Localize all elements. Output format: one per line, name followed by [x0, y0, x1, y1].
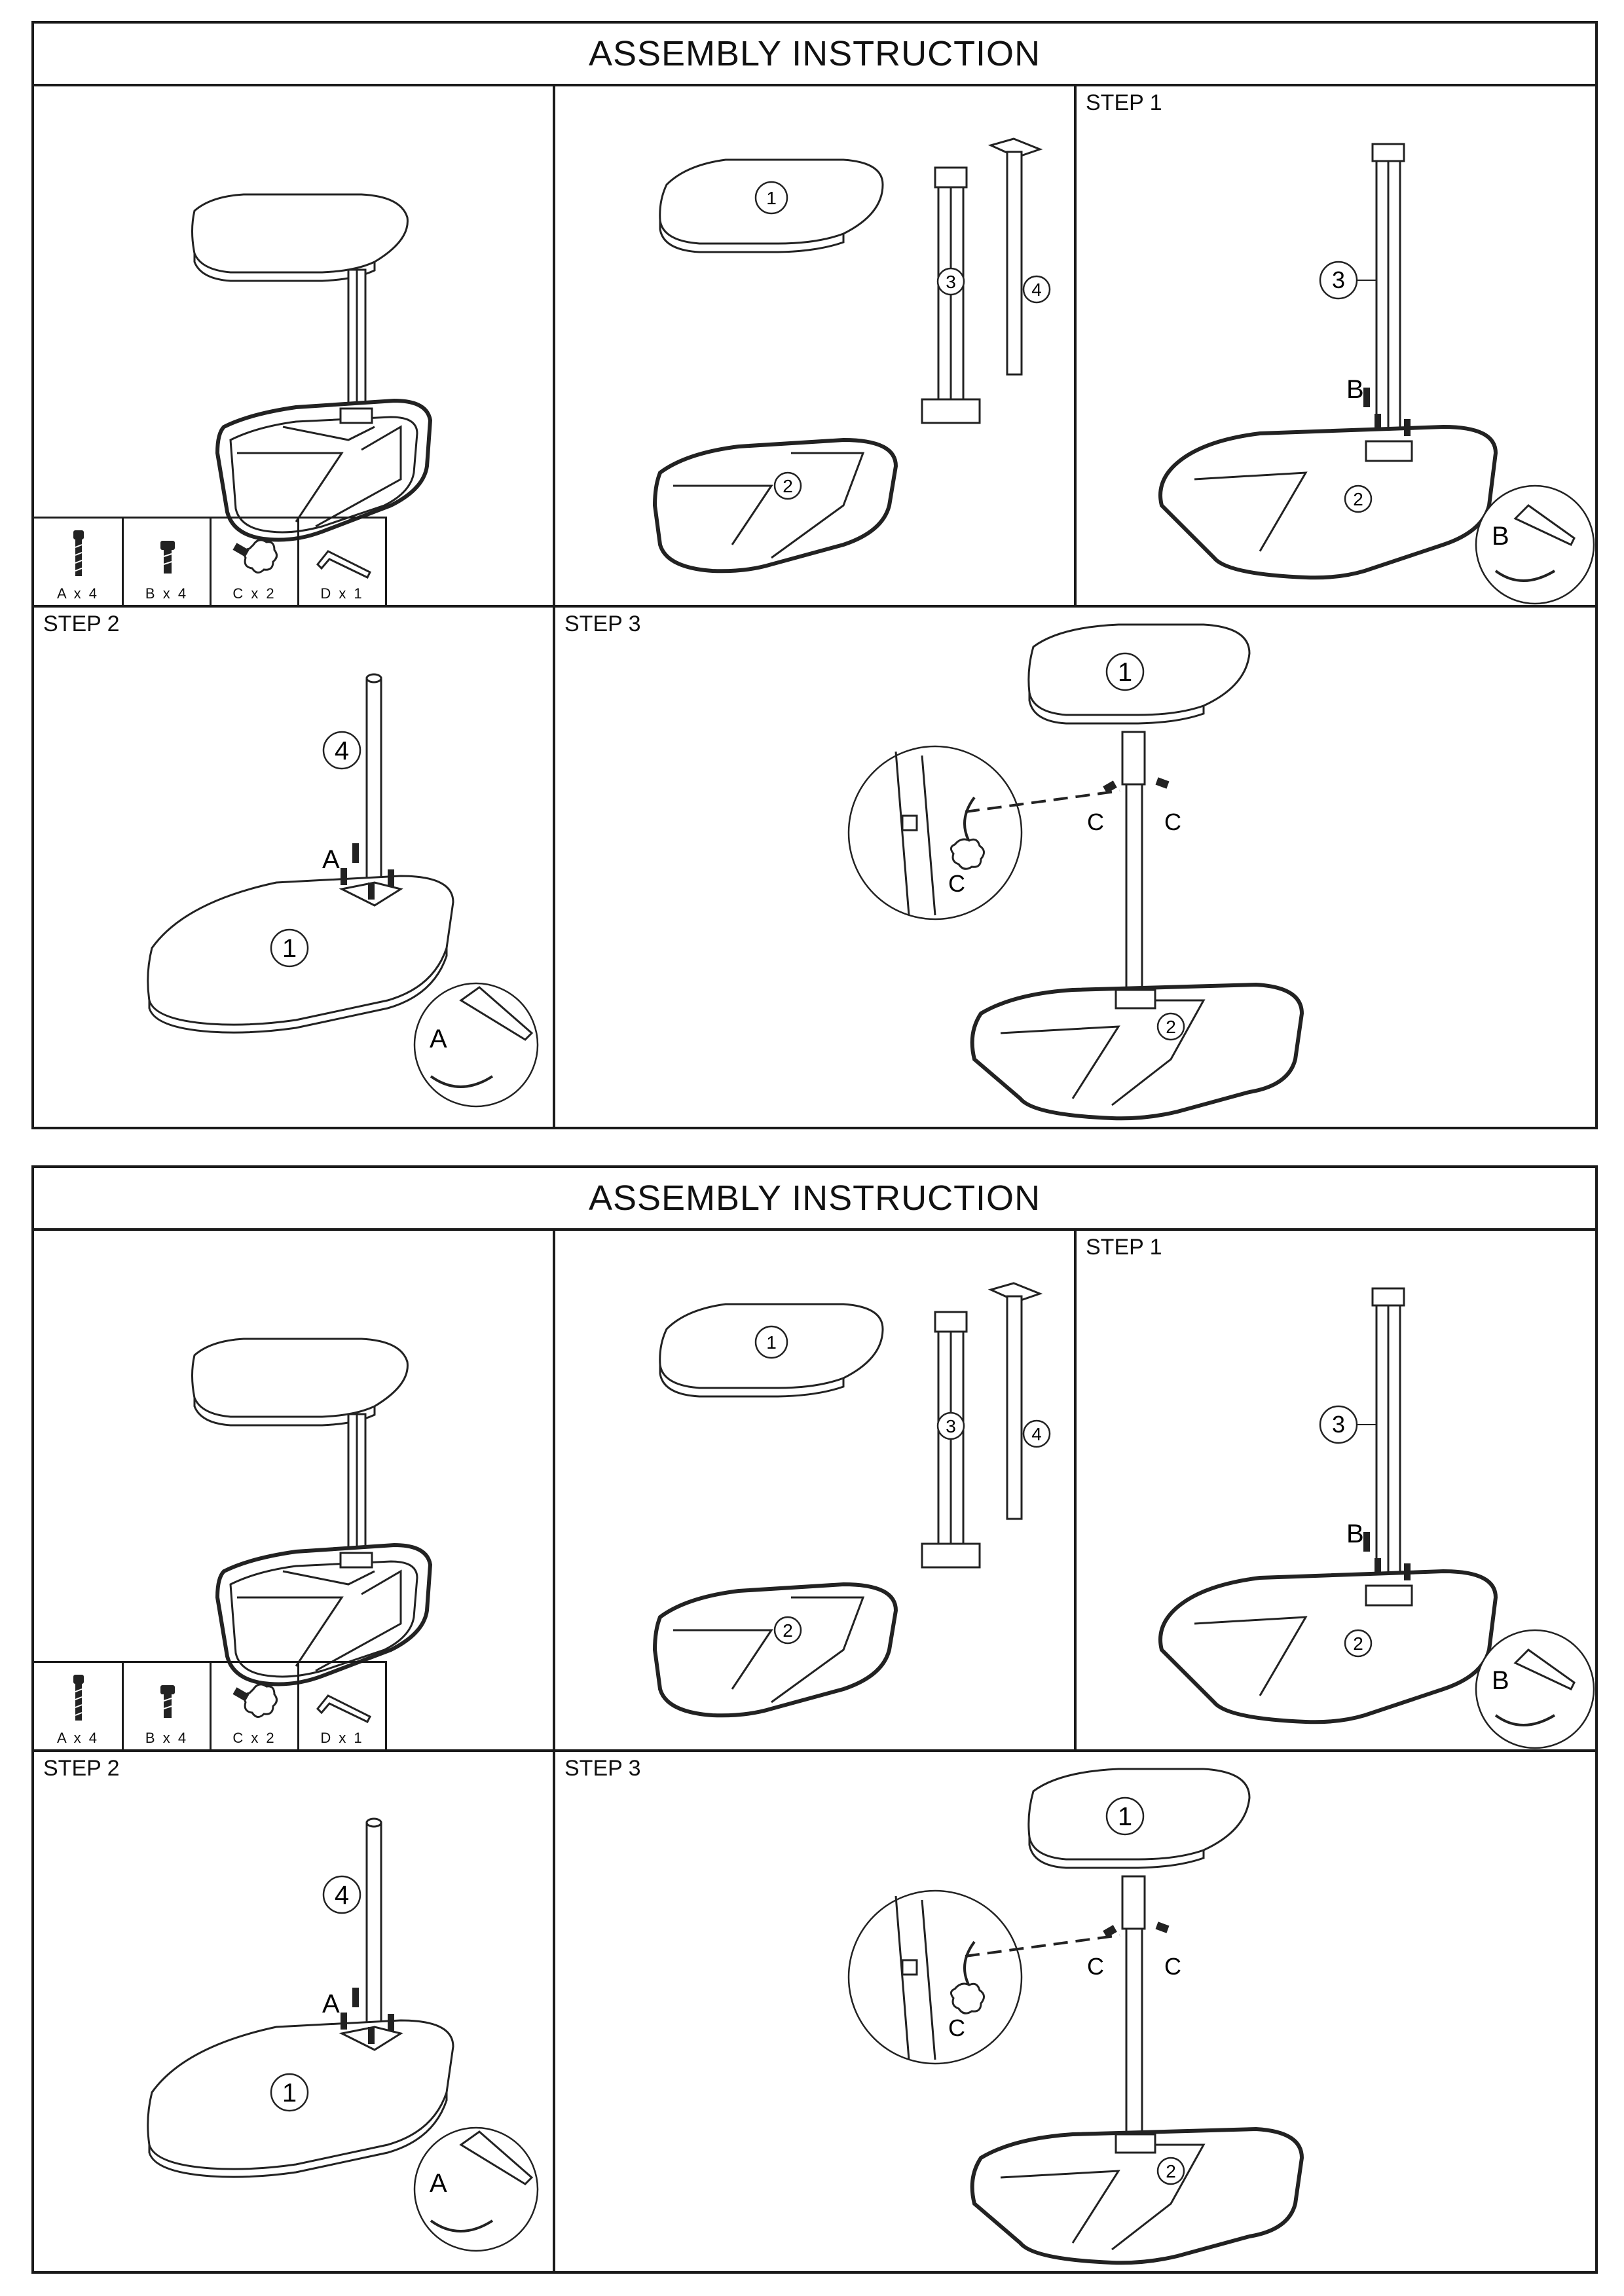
step-3-letter-c-right: C [1164, 809, 1181, 835]
step-2-panel: STEP 2 4 1 A A [34, 1752, 555, 2271]
step-3-letter-c-right: C [1164, 1953, 1181, 1980]
step-2-part-1: 1 [282, 2079, 297, 2107]
step-2-illustration: 4 1 A A [147, 673, 539, 1108]
overview-panel: A x 4 B x 4 C x 2 [34, 86, 555, 608]
hardware-d-label: D x 1 [320, 1730, 364, 1746]
part-number-4: 4 [1031, 1424, 1042, 1444]
hardware-c: C x 2 [210, 1663, 297, 1749]
parts-panel: 1 3 4 2 [555, 1231, 1077, 1752]
step-2-part-4: 4 [335, 737, 349, 765]
knob-c-icon [232, 539, 278, 574]
step-3-label: STEP 3 [564, 1756, 641, 1781]
step-1-detail-letter-b: B [1492, 522, 1509, 551]
step-3-part-1: 1 [1118, 658, 1132, 687]
hardware-d: D x 1 [297, 1663, 385, 1749]
screw-a-icon [73, 530, 84, 576]
hardware-c-label: C x 2 [232, 585, 276, 602]
hardware-list: A x 4 B x 4 C x 2 [34, 1661, 387, 1749]
hardware-c: C x 2 [210, 519, 297, 605]
hardware-b-label: B x 4 [145, 585, 189, 602]
step-2-letter-a: A [322, 845, 340, 874]
step-3-part-1: 1 [1118, 1802, 1132, 1831]
hardware-d: D x 1 [297, 519, 385, 605]
hardware-a: A x 4 [34, 1663, 122, 1749]
part-number-1: 1 [766, 1332, 777, 1353]
assembled-table-illustration [191, 193, 433, 542]
part-number-4: 4 [1031, 280, 1042, 300]
parts-panel: 1 3 4 2 [555, 86, 1077, 608]
step-1-letter-b: B [1346, 375, 1364, 404]
step-1-part-2: 2 [1353, 489, 1363, 509]
step-2-detail-letter-a: A [430, 2169, 447, 2198]
step-1-detail-letter-b: B [1492, 1666, 1509, 1695]
part-number-3: 3 [946, 272, 956, 292]
step-2-label: STEP 2 [43, 1756, 120, 1781]
step-1-label: STEP 1 [1086, 1235, 1162, 1260]
step-1-panel: STEP 1 3 2 B B [1077, 86, 1595, 608]
hardware-d-label: D x 1 [320, 585, 364, 602]
hardware-list: A x 4 B x 4 C x 2 [34, 517, 387, 605]
part-number-2: 2 [783, 476, 793, 496]
instruction-sheet-2: ASSEMBLY INSTRUCTION A [31, 1165, 1598, 2274]
step-2-detail-letter-a: A [430, 1025, 447, 1053]
step-3-part-2: 2 [1166, 2161, 1176, 2181]
screw-b-icon [160, 541, 175, 574]
step-3-letter-c-left: C [1087, 809, 1104, 835]
sheet-title: ASSEMBLY INSTRUCTION [34, 1168, 1595, 1231]
step-1-illustration: 3 2 B B [1158, 143, 1595, 605]
hardware-c-label: C x 2 [232, 1730, 276, 1746]
hardware-b-label: B x 4 [145, 1730, 189, 1746]
step-2-part-4: 4 [335, 1881, 349, 1910]
step-2-letter-a: A [322, 1990, 340, 2018]
step-3-label: STEP 3 [564, 611, 641, 636]
hardware-a-label: A x 4 [57, 1730, 99, 1746]
sheet-title: ASSEMBLY INSTRUCTION [34, 24, 1595, 86]
step-2-panel: STEP 2 4 1 A A [34, 608, 555, 1127]
allen-key-d-icon [316, 550, 372, 579]
step-1-illustration: 3 2 B B [1158, 1287, 1595, 1749]
step-3-illustration: 1 2 C C C [847, 1768, 1304, 2265]
allen-key-d-icon [316, 1694, 372, 1723]
overview-panel: A x 4 B x 4 C x 2 [34, 1231, 555, 1752]
step-3-panel: STEP 3 [555, 608, 1595, 1127]
step-2-part-1: 1 [282, 934, 297, 963]
part-number-3: 3 [946, 1416, 956, 1436]
part-number-1: 1 [766, 188, 777, 208]
step-3-detail-letter-c: C [948, 870, 965, 897]
step-3-part-2: 2 [1166, 1017, 1176, 1037]
step-1-panel: STEP 1 3 2 B B [1077, 1231, 1595, 1752]
knob-c-icon [232, 1683, 278, 1718]
step-1-part-3: 3 [1332, 266, 1345, 293]
hardware-b: B x 4 [122, 1663, 210, 1749]
instruction-sheet-1: ASSEMBLY INSTRUCTION [31, 21, 1598, 1129]
hardware-b: B x 4 [122, 519, 210, 605]
hardware-a-label: A x 4 [57, 585, 99, 602]
step-3-panel: STEP 3 [555, 1752, 1595, 2271]
step-3-detail-letter-c: C [948, 2014, 965, 2041]
parts-illustration: 1 3 4 2 [652, 1282, 1051, 1718]
step-3-illustration: 1 2 C C C [847, 623, 1304, 1121]
parts-illustration: 1 3 4 2 [652, 137, 1051, 574]
step-1-label: STEP 1 [1086, 90, 1162, 115]
screw-b-icon [160, 1685, 175, 1718]
step-1-letter-b: B [1346, 1520, 1364, 1548]
step-1-part-2: 2 [1353, 1633, 1363, 1654]
part-number-2: 2 [783, 1620, 793, 1641]
step-2-illustration: 4 1 A A [147, 1817, 539, 2252]
screw-a-icon [73, 1675, 84, 1721]
step-1-part-3: 3 [1332, 1411, 1345, 1438]
step-2-label: STEP 2 [43, 611, 120, 636]
step-3-letter-c-left: C [1087, 1953, 1104, 1980]
assembled-table-illustration [191, 1338, 433, 1686]
hardware-a: A x 4 [34, 519, 122, 605]
